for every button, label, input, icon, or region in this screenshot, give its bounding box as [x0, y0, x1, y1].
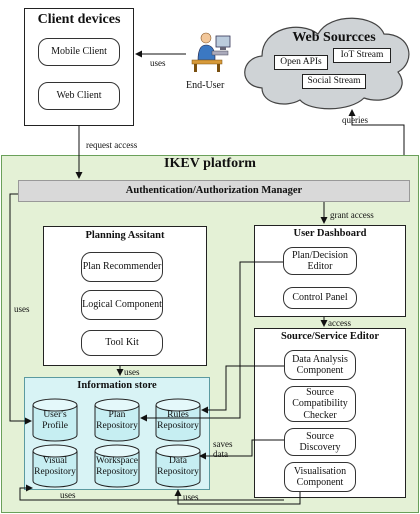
- users-profile-cylinder: User's Profile: [33, 399, 77, 441]
- logical-component-box: Logical Component: [81, 290, 163, 320]
- information-store-title: Information store: [77, 380, 157, 391]
- edge-label-grant-access: grant access: [330, 210, 374, 220]
- edge-label-saves-data: saves data: [213, 439, 233, 459]
- plan-repository-cylinder: Plan Repository: [95, 399, 139, 441]
- rules-repository-cylinder: Rules Repository: [156, 399, 200, 441]
- rules-repository-label: Rules Repository: [157, 410, 199, 431]
- edge-label-request-access: request access: [86, 140, 138, 150]
- user-dashboard-title: User Dashboard: [293, 228, 367, 239]
- control-panel-box: Control Panel: [283, 287, 357, 309]
- iot-stream-box: IoT Stream: [333, 48, 391, 63]
- edge-label-access: access: [328, 318, 351, 328]
- end-user-label: End-User: [186, 80, 225, 91]
- planning-assistant-title: Planning Assitant: [85, 230, 165, 241]
- users-profile-label: User's Profile: [42, 410, 68, 431]
- edge-label-uses-planning: uses: [124, 367, 140, 377]
- mobile-client-box: Mobile Client: [38, 38, 120, 66]
- source-service-editor-title: Source/Service Editor: [280, 331, 380, 342]
- edge-label-uses-bottom-mid: uses: [183, 492, 199, 502]
- data-repository-label: Data Repository: [157, 456, 199, 477]
- edge-label-uses-bottom-left: uses: [60, 490, 76, 500]
- visual-repository-cylinder: Visual Repository: [33, 445, 77, 487]
- source-discovery-box: Source Discovery: [284, 428, 356, 456]
- plan-recommender-box: Plan Recommender: [81, 252, 163, 282]
- auth-manager-bar: Authentication/Authorization Manager: [18, 180, 410, 202]
- social-stream-box: Social Stream: [302, 74, 366, 89]
- data-repository-cylinder: Data Repository: [156, 445, 200, 487]
- web-sources-title: Web Sourcces: [292, 30, 376, 45]
- platform-title: IKEV platform: [164, 156, 256, 171]
- client-devices-title: Client devices: [37, 12, 121, 27]
- tool-kit-box: Tool Kit: [81, 330, 163, 356]
- web-client-box: Web Client: [38, 82, 120, 110]
- workspace-repository-label: Workspace Repository: [96, 456, 138, 477]
- visualisation-component-box: Visualisation Component: [284, 462, 356, 492]
- edge-label-uses-left: uses: [14, 304, 30, 314]
- edge-label-uses-enduser: uses: [150, 58, 166, 68]
- source-compatibility-box: Source Compatibility Checker: [284, 386, 356, 422]
- visual-repository-label: Visual Repository: [34, 456, 76, 477]
- plan-decision-editor-box: Plan/Decision Editor: [283, 247, 357, 275]
- edge-label-queries: queries: [342, 115, 368, 125]
- workspace-repository-cylinder: Workspace Repository: [95, 445, 139, 487]
- person-at-computer-icon: [191, 32, 231, 72]
- open-apis-box: Open APIs: [274, 55, 328, 70]
- data-analysis-box: Data Analysis Component: [284, 350, 356, 380]
- plan-repository-label: Plan Repository: [96, 410, 138, 431]
